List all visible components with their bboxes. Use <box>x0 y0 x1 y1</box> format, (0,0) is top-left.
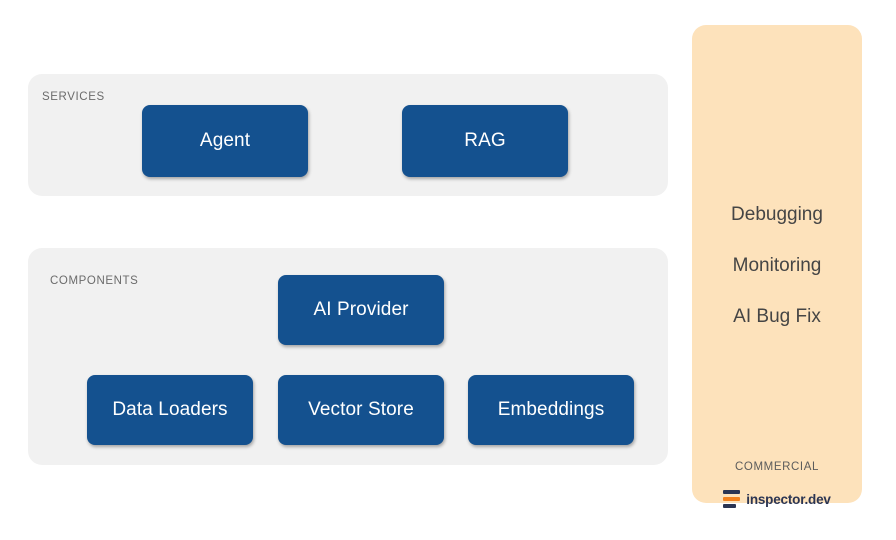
commercial-feature-ai-bug-fix: AI Bug Fix <box>733 306 821 327</box>
node-rag[interactable]: RAG <box>402 105 568 177</box>
brand-row: inspector.dev <box>692 490 862 508</box>
services-group-label: SERVICES <box>42 91 105 103</box>
commercial-group-label: COMMERCIAL <box>735 461 819 473</box>
brand-name: inspector.dev <box>746 491 831 507</box>
node-ai-provider[interactable]: AI Provider <box>278 275 444 345</box>
commercial-feature-monitoring: Monitoring <box>732 255 822 276</box>
stacked-bars-logo-icon <box>723 490 741 508</box>
commercial-panel: Debugging Monitoring AI Bug Fix COMMERCI… <box>692 25 862 508</box>
logo-bar-middle <box>723 497 741 501</box>
components-group-label: COMPONENTS <box>50 275 139 287</box>
logo-bar-top <box>723 490 741 494</box>
commercial-feature-debugging: Debugging <box>731 204 823 225</box>
logo-bar-bottom <box>723 504 737 508</box>
node-vector-store[interactable]: Vector Store <box>278 375 444 445</box>
services-group-panel <box>28 74 668 196</box>
node-embeddings[interactable]: Embeddings <box>468 375 634 445</box>
node-agent[interactable]: Agent <box>142 105 308 177</box>
node-data-loaders[interactable]: Data Loaders <box>87 375 253 445</box>
